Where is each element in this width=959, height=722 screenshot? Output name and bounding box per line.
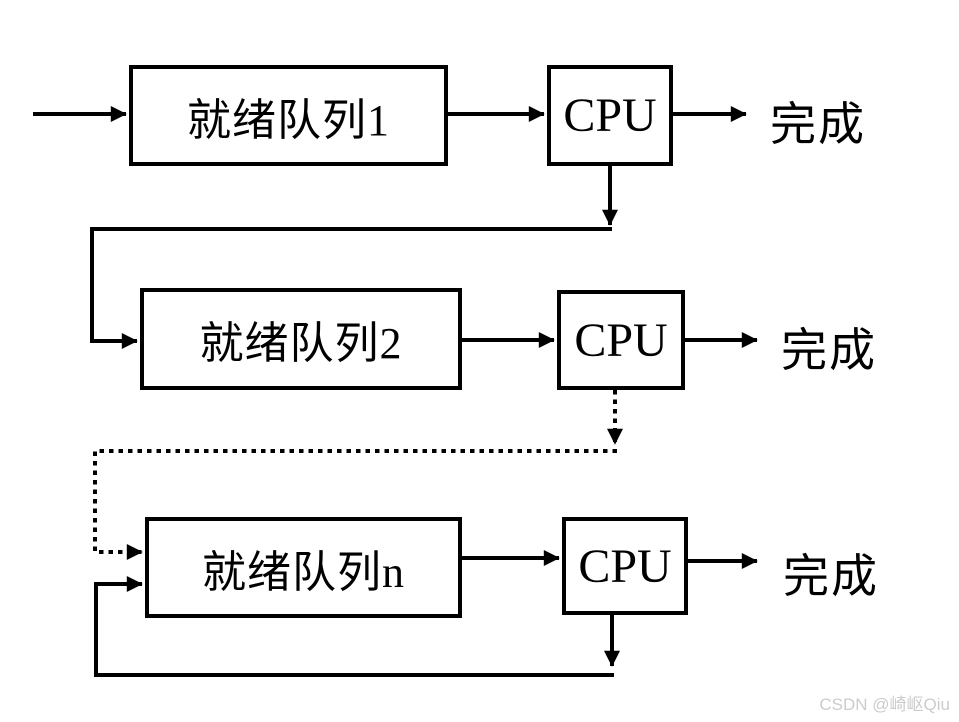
done3-label: 完成 bbox=[783, 551, 879, 602]
queue1-box: 就绪队列1 bbox=[129, 65, 448, 166]
done2-label: 完成 bbox=[781, 325, 877, 376]
path-cpu2-to-queuen-dotted bbox=[93, 449, 617, 560]
cpu1-box: CPU bbox=[547, 65, 673, 166]
cpu2-box: CPU bbox=[557, 290, 685, 390]
path-cpun-to-queuen-feedback bbox=[94, 576, 614, 677]
queue2-label: 就绪队列2 bbox=[199, 319, 403, 368]
cpun-label: CPU bbox=[578, 539, 672, 593]
done1-label: 完成 bbox=[770, 99, 866, 150]
cpu1-label: CPU bbox=[563, 89, 657, 142]
path-cpu1-to-queue2 bbox=[90, 227, 612, 349]
cpun-box: CPU bbox=[562, 517, 688, 615]
cpu2-label: CPU bbox=[574, 313, 668, 367]
queue1-label: 就绪队列1 bbox=[187, 95, 390, 145]
csdn-watermark: CSDN @崎岖Qiu bbox=[819, 695, 950, 714]
queuen-box: 就绪队列n bbox=[145, 517, 462, 618]
queue2-box: 就绪队列2 bbox=[140, 288, 462, 390]
queuen-label: 就绪队列n bbox=[202, 547, 405, 597]
